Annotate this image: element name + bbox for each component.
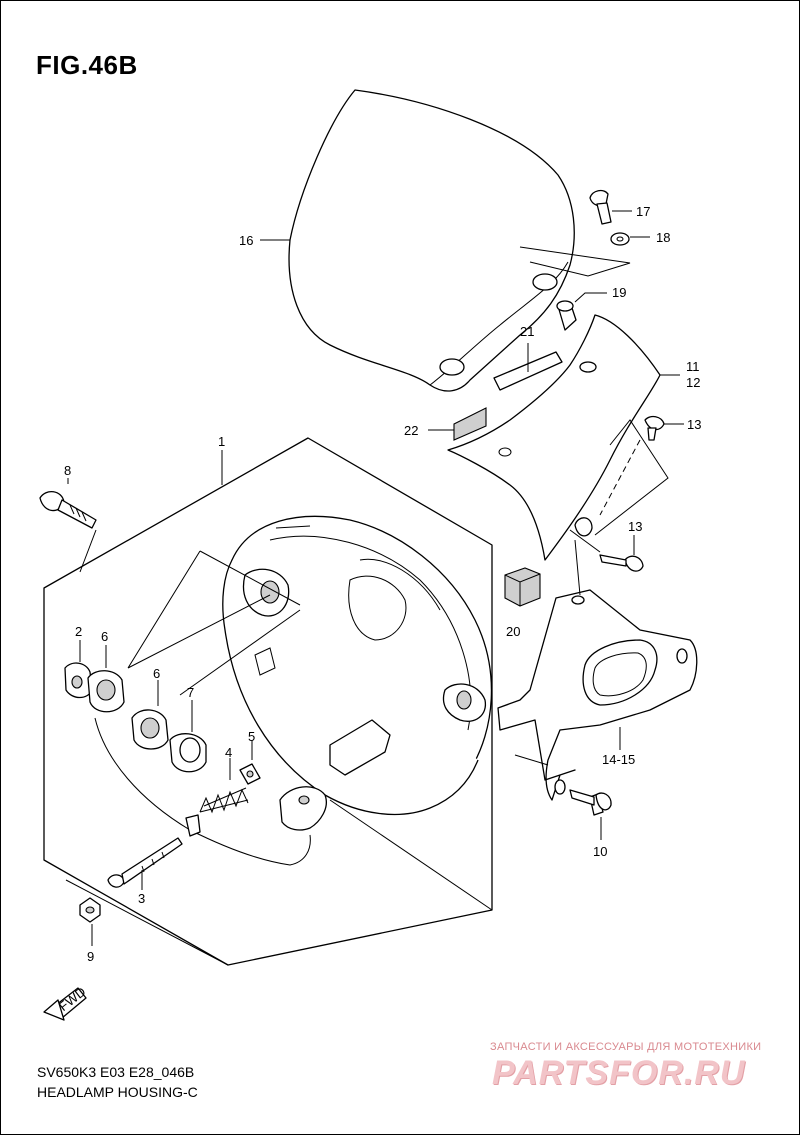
part-13-screw-lower[interactable] [569, 529, 644, 572]
callout-1: 1 [218, 434, 225, 449]
part-14-15-bracket[interactable] [497, 539, 698, 801]
callout-7: 7 [187, 685, 194, 700]
leader-lines [65, 550, 549, 966]
part-1-housing[interactable] [221, 450, 493, 816]
callout-18: 18 [656, 230, 670, 245]
callout-4: 4 [225, 745, 232, 760]
callout-6a: 6 [101, 629, 108, 644]
part-19-grommet[interactable] [556, 292, 607, 331]
callout-10: 10 [593, 844, 607, 859]
part-6-cushion-b[interactable] [131, 680, 169, 750]
callout-8: 8 [64, 463, 71, 478]
callout-22: 22 [404, 423, 418, 438]
part-18-washer[interactable] [610, 232, 650, 246]
part-13-screw-upper[interactable] [644, 415, 684, 441]
part-10-bolt[interactable] [569, 789, 612, 840]
callout-13b: 13 [628, 519, 642, 534]
part-8-bolt[interactable] [39, 478, 97, 573]
callout-20: 20 [506, 624, 520, 639]
callout-19: 19 [612, 285, 626, 300]
callout-14-15: 14-15 [602, 752, 635, 767]
watermark-tagline: ЗАПЧАСТИ И АКСЕССУАРЫ ДЛЯ МОТОТЕХНИКИ [490, 1041, 762, 1053]
part-22-label[interactable] [428, 407, 487, 441]
part-5-nut-plate[interactable] [239, 740, 261, 785]
callout-6b: 6 [153, 666, 160, 681]
model-code: SV650K3 E03 E28_046B [37, 1064, 195, 1080]
part-20-cushion-block[interactable] [504, 567, 541, 607]
figure-title: FIG.46B [36, 50, 138, 80]
fwd-arrow: FWD [43, 984, 88, 1021]
part-3-adjusting-screw[interactable] [107, 837, 183, 890]
callout-12: 12 [686, 375, 700, 390]
callout-17: 17 [636, 204, 650, 219]
watermark-logo: PARTSFOR.RU [492, 1054, 746, 1092]
part-9-nut[interactable] [79, 897, 101, 946]
callout-11: 11 [686, 359, 700, 374]
callout-2: 2 [75, 624, 82, 639]
part-16-visor[interactable] [260, 89, 631, 392]
callout-5: 5 [248, 729, 255, 744]
adjuster-bracket [94, 717, 327, 866]
part-11-12-cover[interactable] [447, 314, 680, 561]
callout-9: 9 [87, 949, 94, 964]
part-6-cushion-a[interactable] [87, 645, 125, 713]
callout-16: 16 [239, 233, 253, 248]
part-21-cushion-strip[interactable] [493, 343, 563, 391]
callout-3: 3 [138, 891, 145, 906]
part-4-spring[interactable] [199, 758, 249, 814]
part-2-grommet[interactable] [64, 640, 93, 699]
callout-13a: 13 [687, 417, 701, 432]
callout-21: 21 [520, 324, 534, 339]
part-17-bolt[interactable] [589, 189, 632, 225]
section-name: HEADLAMP HOUSING-C [37, 1084, 198, 1100]
part-7-collar[interactable] [169, 700, 207, 773]
